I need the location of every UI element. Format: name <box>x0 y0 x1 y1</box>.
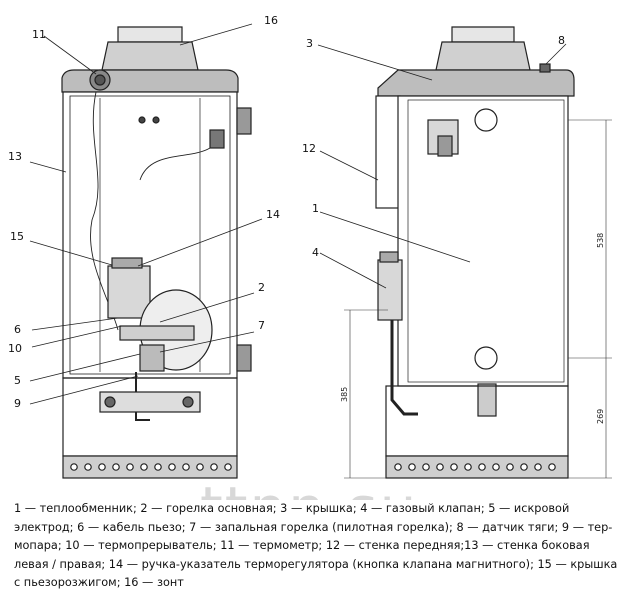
callout-6: 6 <box>14 323 21 336</box>
callout-7: 7 <box>258 319 265 332</box>
side-leaders <box>317 43 567 289</box>
callout-2: 2 <box>258 281 265 294</box>
boiler-drawing: ttnn.su <box>8 14 612 500</box>
dim-538: 538 <box>596 233 605 248</box>
side-view <box>375 26 575 479</box>
legend-line-4: левая / правая; 14 — ручка-указатель тер… <box>14 557 618 571</box>
callout-14: 14 <box>266 208 280 221</box>
callout-13: 13 <box>8 150 22 163</box>
legend: 1 — теплообменник; 2 — горелка основная;… <box>14 500 626 593</box>
legend-line-2: электрод; 6 — кабель пьезо; 7 — запальна… <box>14 520 613 534</box>
callout-1: 1 <box>312 202 319 215</box>
dim-269: 269 <box>596 409 605 424</box>
legend-line-5: с пьезорозжигом; 16 — зонт <box>14 576 184 589</box>
callout-3: 3 <box>306 37 313 50</box>
callout-15: 15 <box>10 230 24 243</box>
callout-16: 16 <box>264 14 278 27</box>
callout-5: 5 <box>14 374 21 387</box>
callout-12: 12 <box>302 142 316 155</box>
legend-line-3: мопара; 10 — термопрерыватель; 11 — терм… <box>14 539 590 552</box>
callout-8: 8 <box>558 34 565 47</box>
dimension-lines <box>344 119 612 479</box>
callout-11: 11 <box>32 28 46 41</box>
legend-line-1: 1 — теплообменник; 2 — горелка основная;… <box>14 502 570 515</box>
callout-4: 4 <box>312 246 319 259</box>
front-leaders <box>29 23 263 405</box>
callout-10: 10 <box>8 342 22 355</box>
front-view <box>61 26 252 479</box>
callout-9: 9 <box>14 397 21 410</box>
dim-385: 385 <box>340 387 349 402</box>
